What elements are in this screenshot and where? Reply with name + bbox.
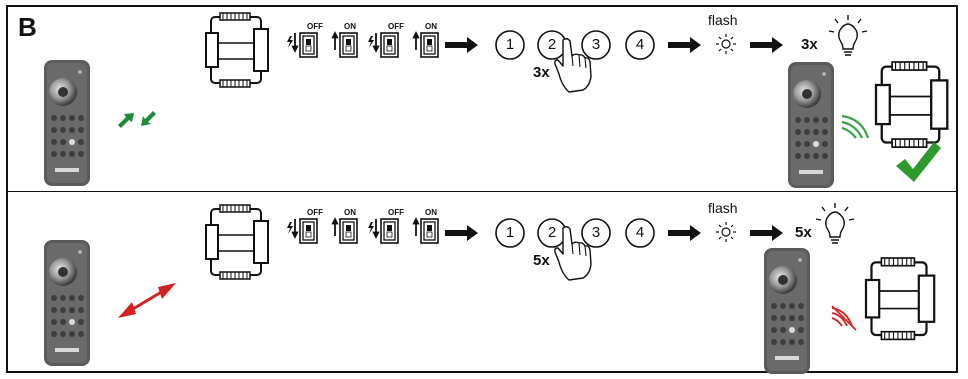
- error-arrows-icon: [118, 283, 176, 318]
- flow-arrow-icon: [668, 37, 701, 53]
- switch-sequence-icon: [287, 31, 439, 58]
- switch-label: ON: [425, 208, 437, 217]
- button-number: 4: [635, 224, 645, 241]
- press-count: 3x: [533, 64, 550, 81]
- button-number: 2: [547, 224, 557, 241]
- flash-count: 3x: [801, 36, 818, 53]
- button-circles: [495, 218, 655, 248]
- flow-arrow-icon: [750, 37, 783, 53]
- section-label: B: [18, 12, 37, 42]
- flash-label: flash: [708, 200, 738, 216]
- signal-waves-icon: [841, 114, 870, 139]
- button-number: 3: [591, 36, 601, 53]
- remote-control-icon: [44, 240, 90, 366]
- remote-control-icon: [764, 248, 810, 374]
- sync-arrows-icon: [118, 111, 156, 128]
- flash-label: flash: [708, 12, 738, 28]
- remote-control-icon: [44, 60, 90, 186]
- controller-module-icon: [864, 256, 936, 341]
- flow-arrow-icon: [445, 225, 478, 241]
- controller-module-icon: [205, 12, 269, 88]
- press-count: 5x: [533, 252, 550, 269]
- switch-label: OFF: [388, 208, 404, 217]
- switch-label: ON: [344, 208, 356, 217]
- controller-module-icon: [874, 60, 949, 149]
- switch-sequence-icon: [287, 217, 439, 244]
- button-number: 1: [505, 36, 515, 53]
- switch-label: ON: [344, 22, 356, 31]
- button-number: 1: [505, 224, 515, 241]
- switch-label: OFF: [307, 208, 323, 217]
- button-number: 2: [547, 36, 557, 53]
- row-divider: [6, 191, 958, 192]
- flash-light-icon: [715, 221, 737, 243]
- button-number: 4: [635, 36, 645, 53]
- flow-arrow-icon: [668, 225, 701, 241]
- bulb-icon: [828, 14, 868, 56]
- remote-control-icon: [788, 62, 834, 188]
- diagram-frame: [6, 5, 958, 373]
- switch-label: OFF: [307, 22, 323, 31]
- switch-label: OFF: [388, 22, 404, 31]
- switch-label: ON: [425, 22, 437, 31]
- controller-module-icon: [205, 204, 269, 280]
- flow-arrow-icon: [750, 225, 783, 241]
- flash-light-icon: [715, 33, 737, 55]
- blocked-signal-icon: [831, 305, 857, 331]
- button-number: 3: [591, 224, 601, 241]
- flash-count: 5x: [795, 224, 812, 241]
- success-check-icon: [896, 142, 941, 182]
- bulb-icon: [815, 202, 855, 244]
- flow-arrow-icon: [445, 37, 478, 53]
